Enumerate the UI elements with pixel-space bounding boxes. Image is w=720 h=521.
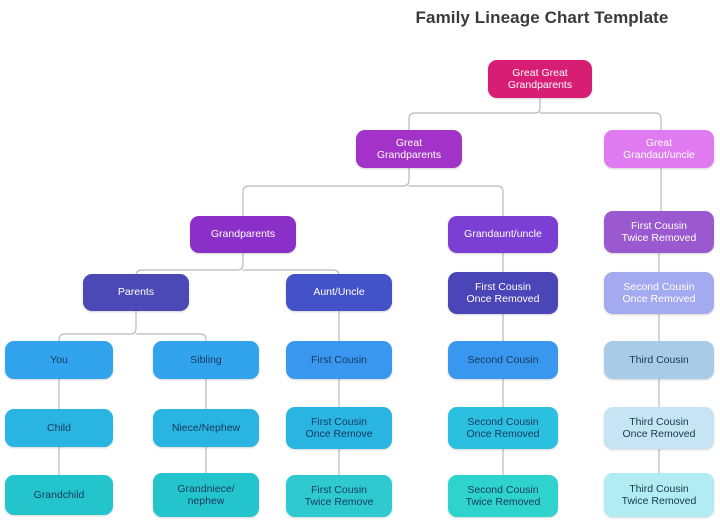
connector-gg-split-left xyxy=(242,167,410,217)
node-second-cousin[interactable]: Second Cousin xyxy=(448,341,558,379)
node-first-cousin[interactable]: First Cousin xyxy=(286,341,392,379)
connector-ggg-to-right xyxy=(539,112,662,131)
node-child[interactable]: Child xyxy=(5,409,113,447)
page-title: Family Lineage Chart Template xyxy=(415,8,669,27)
node-first-cousin-twice-removed[interactable]: First Cousin Twice Removed xyxy=(604,211,714,253)
node-first-cousin-once-removed[interactable]: First Cousin Once Removed xyxy=(448,272,558,314)
node-great-grandaunt-uncle[interactable]: Great Grandaut/uncle xyxy=(604,130,714,168)
node-third-cousin-once-removed[interactable]: Third Cousin Once Removed xyxy=(604,407,714,449)
connector-parents-split-left xyxy=(58,310,137,342)
connector-gp-split-left xyxy=(135,252,244,277)
page-title-wrapper: Family Lineage Chart Template xyxy=(376,8,708,28)
node-second-cousin-once-removed[interactable]: Second Cousin Once Removed xyxy=(448,407,558,449)
node-first-cousin-twice-remove[interactable]: First Cousin Twice Remove xyxy=(286,475,392,517)
node-third-cousin[interactable]: Third Cousin xyxy=(604,341,714,379)
node-niece-nephew[interactable]: Niece/Nephew xyxy=(153,409,259,447)
connector-gg-split-right xyxy=(408,185,504,217)
node-second-cousin-twice-removed[interactable]: Second Cousin Twice Removed xyxy=(448,475,558,517)
node-grandchild[interactable]: Grandchild xyxy=(5,475,113,515)
node-you[interactable]: You xyxy=(5,341,113,379)
node-parents[interactable]: Parents xyxy=(83,274,189,311)
node-aunt-uncle[interactable]: Aunt/Uncle xyxy=(286,274,392,311)
node-grandaunt-uncle[interactable]: Grandaunt/uncle xyxy=(448,216,558,253)
node-great-great-grandparents[interactable]: Great Great Grandparents xyxy=(488,60,592,98)
connector-parents-split-right xyxy=(135,333,207,342)
node-great-grandparents[interactable]: Great Grandparents xyxy=(356,130,462,168)
connector-ggg-split xyxy=(408,97,541,131)
node-third-cousin-twice-removed[interactable]: Third Cousin Twice Removed xyxy=(604,473,714,517)
node-grandparents[interactable]: Grandparents xyxy=(190,216,296,253)
node-grandniece-nephew[interactable]: Grandniece/ nephew xyxy=(153,473,259,517)
node-second-cousin-once-removed-r[interactable]: Second Cousin Once Removed xyxy=(604,272,714,314)
node-first-cousin-once-remove[interactable]: First Cousin Once Remove xyxy=(286,407,392,449)
node-sibling[interactable]: Sibling xyxy=(153,341,259,379)
